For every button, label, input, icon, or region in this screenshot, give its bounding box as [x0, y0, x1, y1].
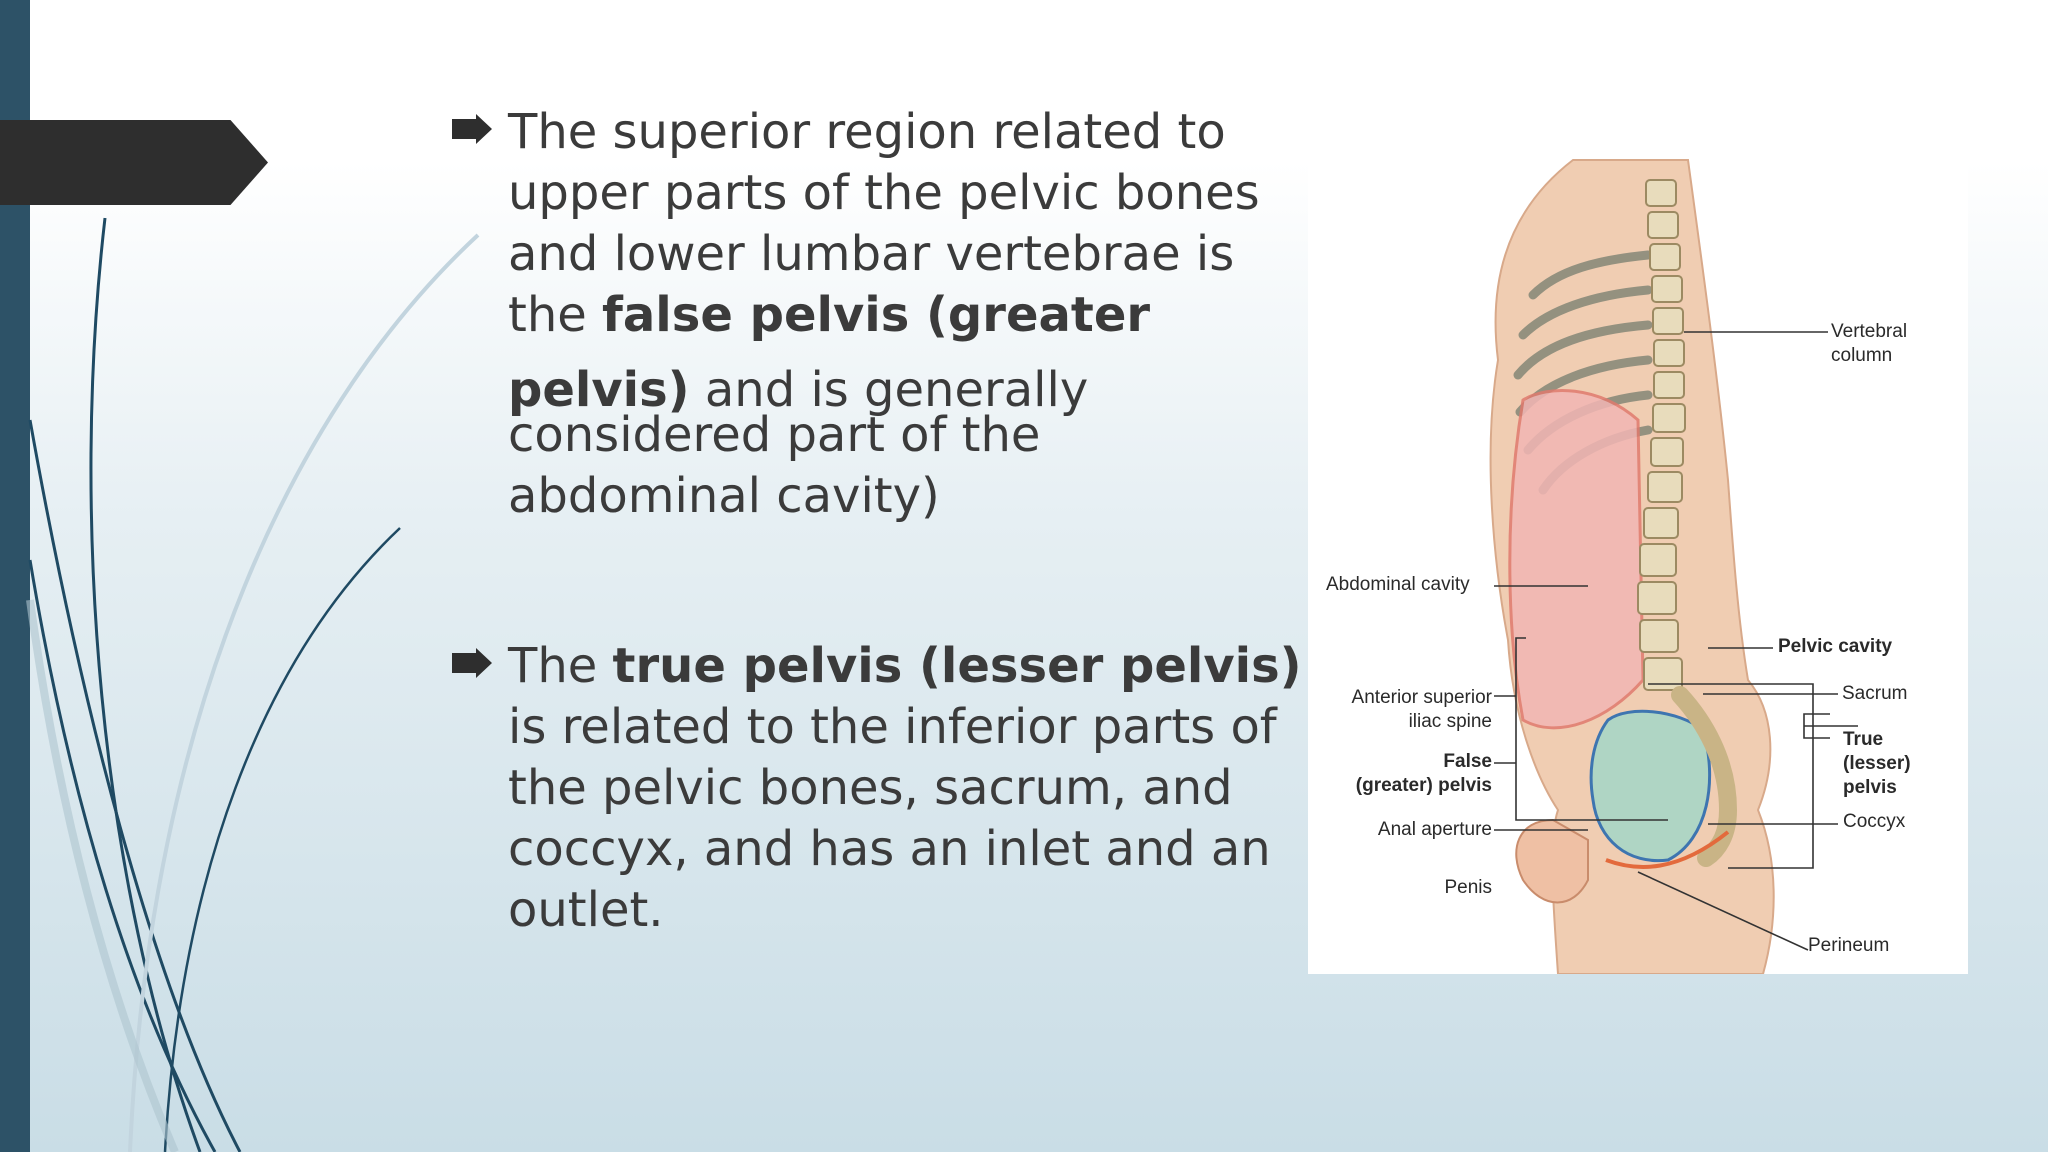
text-line: the false pelvis (greater [508, 285, 1288, 346]
term-false-pelvis: false pelvis (greater [602, 287, 1151, 343]
text-line: is related to the inferior parts of [508, 699, 1277, 755]
bullet-text: The true pelvis (lesser pelvis) is relat… [508, 636, 1302, 941]
text-line: and lower lumbar vertebrae is [508, 226, 1235, 282]
label-vertebral-column: Vertebral [1831, 321, 1908, 342]
label-true-pelvis: (lesser) [1843, 753, 1911, 774]
text-line: coccyx, and has an inlet and an [508, 821, 1271, 877]
label-anal-aperture: Anal aperture [1377, 819, 1492, 840]
text-line: the pelvic bones, sacrum, and [508, 760, 1233, 816]
text-run: the [508, 287, 603, 343]
label-asis: iliac spine [1408, 711, 1492, 732]
term-true-pelvis: true pelvis (lesser pelvis) [612, 638, 1302, 694]
text-line: considered part of the [508, 407, 1041, 463]
label-abdominal-cavity: Abdominal cavity [1326, 574, 1470, 595]
title-arrow-tab [0, 120, 268, 205]
bullet-text: The superior region related to upper par… [508, 102, 1288, 527]
anatomy-illustration [1489, 159, 1858, 974]
label-vertebral-column: column [1831, 345, 1893, 366]
label-perineum: Perineum [1808, 935, 1890, 956]
text-run: and is generally [689, 362, 1089, 418]
text-run: The [508, 638, 613, 694]
arrow-bullet-icon [452, 114, 492, 144]
label-true-pelvis: pelvis [1843, 777, 1897, 798]
text-line: The true pelvis (lesser pelvis) [508, 636, 1302, 697]
text-line: upper parts of the pelvic bones [508, 165, 1260, 221]
label-sacrum: Sacrum [1842, 683, 1908, 704]
decorative-curves [26, 217, 480, 1152]
text-line: pelvis) and is generally [508, 360, 1288, 421]
arrow-bullet-icon [452, 648, 492, 678]
label-false-pelvis: False [1443, 751, 1492, 772]
pelvis-anatomy-figure: Vertebral column Abdominal cavity Pelvic… [1308, 120, 1968, 974]
label-asis: Anterior superior [1351, 687, 1492, 708]
text-line: outlet. [508, 882, 664, 938]
bullet-true-pelvis: The true pelvis (lesser pelvis) is relat… [452, 636, 1302, 956]
text-line: The superior region related to [508, 104, 1226, 160]
label-coccyx: Coccyx [1843, 811, 1906, 832]
label-penis: Penis [1444, 877, 1492, 898]
label-true-pelvis: True [1843, 729, 1884, 750]
term-pelvis-close: pelvis) [508, 362, 690, 418]
label-false-pelvis: (greater) pelvis [1355, 775, 1492, 796]
text-line: abdominal cavity) [508, 468, 940, 524]
label-pelvic-cavity: Pelvic cavity [1778, 636, 1893, 657]
bullet-false-pelvis: The superior region related to upper par… [452, 102, 1260, 532]
